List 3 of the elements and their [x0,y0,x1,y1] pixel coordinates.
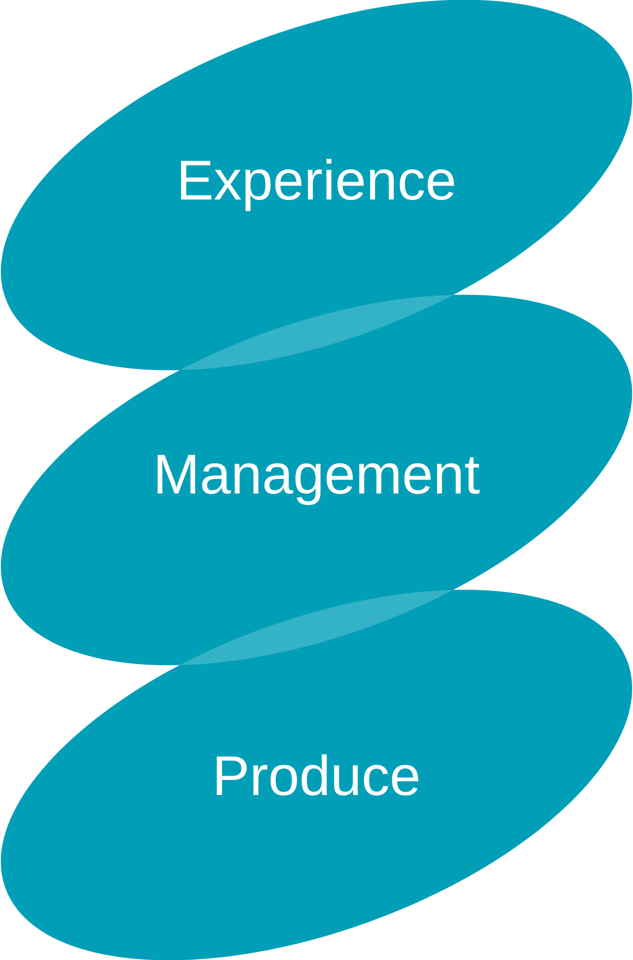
node-label: Experience [181,158,454,212]
node-label: Produce [216,754,418,796]
node-label: Management [158,454,480,506]
